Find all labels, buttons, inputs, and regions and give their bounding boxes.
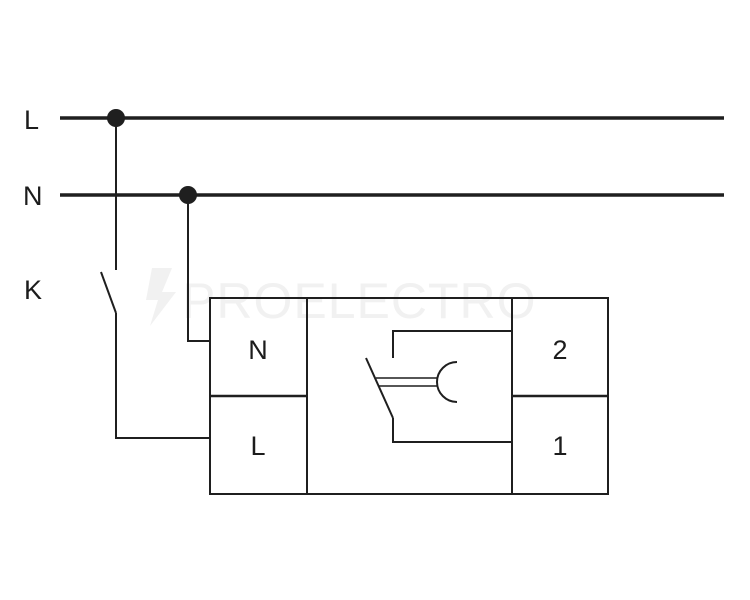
- terminal-n-label: N: [248, 335, 268, 365]
- switch-k-label: K: [24, 275, 42, 305]
- terminal-1-label: 1: [552, 431, 567, 461]
- lightning-icon: [146, 268, 176, 326]
- terminal-2-label: 2: [552, 335, 567, 365]
- contact-blade: [365, 357, 394, 419]
- terminal-l-label: L: [250, 431, 265, 461]
- wire-n-to-terminal: [187, 195, 210, 342]
- actuator-coil: [436, 361, 458, 403]
- line-n-label: N: [23, 181, 43, 211]
- watermark: PROELECTRO: [146, 268, 537, 329]
- contact-upper-wire: [392, 330, 512, 358]
- relay-contact-symbol: [365, 330, 512, 443]
- contact-lower-wire: [392, 418, 512, 443]
- switch-k-blade: [100, 271, 117, 314]
- watermark-text: PROELECTRO: [182, 273, 537, 329]
- line-l-label: L: [24, 105, 39, 135]
- wire-k-to-terminal-l: [115, 313, 210, 439]
